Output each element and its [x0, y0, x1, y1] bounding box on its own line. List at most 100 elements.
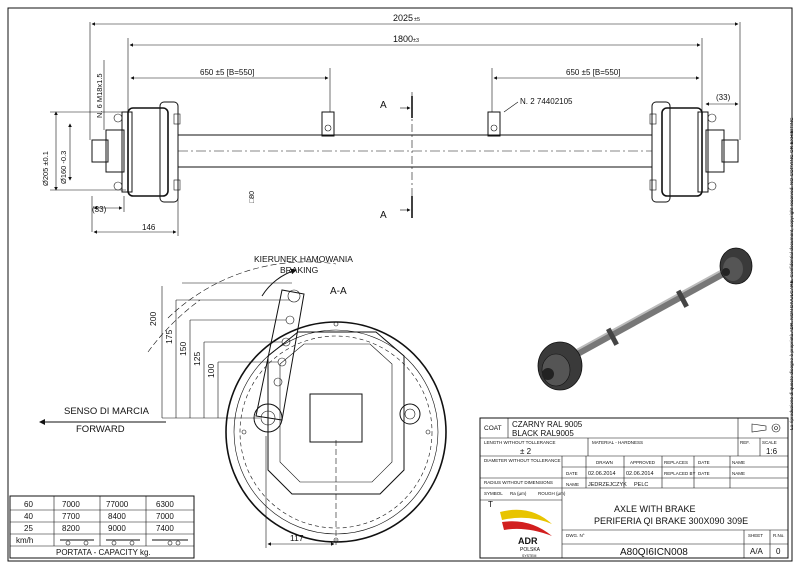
section-marker-top: A	[380, 100, 387, 111]
cap-unit-label: km/h	[16, 536, 33, 545]
direction-it: SENSO DI MARCIA	[64, 406, 150, 417]
coat-label: COAT	[484, 425, 502, 432]
axle-front-view: 2025 ±5 1800 ±3 650 ±5 [B=550] 650 ±5 [B…	[41, 13, 741, 236]
rev-value: 0	[776, 547, 781, 556]
section-marker-bottom: A	[380, 210, 387, 221]
dim-track: 1800	[393, 34, 413, 44]
cap-row1-c2: 77000	[106, 500, 129, 509]
bracket-note: N. 2 74402105	[520, 97, 573, 106]
travel-direction: SENSO DI MARCIA FORWARD	[39, 406, 166, 435]
left-hub	[91, 101, 181, 203]
cap-row3-c3: 7400	[156, 524, 174, 533]
scale-label: SCALE	[762, 440, 777, 445]
cam-pin	[399, 403, 421, 425]
studs-note: N. 6 M18x1.5	[95, 73, 104, 118]
dim-overall: 2025	[393, 13, 413, 23]
logo-brand: ADR	[518, 536, 538, 546]
date-label: DATE	[566, 471, 578, 476]
length-tol-value: ± 2	[520, 447, 532, 456]
hole-dim-100: 100	[206, 364, 216, 378]
section-label: A-A	[330, 286, 347, 297]
braking-direction-pl: KIERUNEK HAMOWANIA	[254, 254, 353, 264]
hole-dim-175: 175	[164, 330, 174, 344]
dim-left-half: 650 ±5 [B=550]	[200, 68, 254, 77]
right-hub	[649, 101, 739, 203]
radius-tol-label: RADIUS WITHOUT DIMENSIONS	[484, 480, 553, 485]
brake-lever-brackets	[321, 111, 501, 137]
replaced-date-label: DATE	[698, 471, 710, 476]
ref-label: REF.	[740, 440, 750, 445]
dim-hub-width: 146	[142, 223, 156, 232]
lever-hole-dims: 200 175 150 125 100	[148, 282, 292, 419]
cap-row1-c1: 7000	[62, 500, 80, 509]
drawn-label: DRAWN	[596, 460, 613, 465]
replaces-name-label: NAME	[732, 460, 745, 465]
hole-dim-125: 125	[192, 352, 202, 366]
coat-value-2: BLACK RAL9005	[512, 429, 574, 438]
square-shaft-section	[309, 393, 363, 443]
logo-tag: SYSTEM	[522, 554, 536, 558]
length-tol-label: LENGTH WITHOUT TOLLERANCE	[484, 440, 556, 445]
trailer-icon	[60, 539, 188, 546]
axle-3d-view	[537, 247, 753, 391]
desc-line-1: AXLE WITH BRAKE	[614, 504, 696, 514]
scale-value: 1:6	[766, 447, 778, 456]
brake-lever	[253, 289, 305, 433]
coat-value-1: CZARNY RAL 9005	[512, 420, 583, 429]
cap-row3-c2: 9000	[108, 524, 126, 533]
dim-right-half: 650 ±5 [B=550]	[566, 68, 620, 77]
date-drawn: 02.06.2014	[588, 471, 616, 477]
desc-line-2: PERIFERIA QI BRAKE 300X090 309E	[594, 516, 748, 526]
dim-pcd-outer: Ø205 ±0.1	[41, 151, 50, 186]
diameter-tol-label: DIAMETER WITHOUT TOLLERANCE	[484, 458, 561, 463]
dim-right-offset: (33)	[716, 93, 731, 102]
brake-shoe-plate	[267, 331, 405, 495]
ra-label: Ra (µm)	[510, 491, 527, 496]
approved-label: APPROVED	[630, 460, 656, 465]
rev-label: R.No.	[773, 533, 785, 538]
dwg-value: A80QI6ICN008	[620, 547, 688, 558]
replaces-date-label: DATE	[698, 460, 710, 465]
title-block: COAT CZARNY RAL 9005 BLACK RAL9005 LENGT…	[479, 417, 789, 559]
cap-row1-c3: 6300	[156, 500, 174, 509]
cap-row2-speed: 40	[24, 512, 33, 521]
name-label: NAME	[566, 482, 579, 487]
logo-sub: POLSKA	[520, 547, 541, 553]
sheet-value: A/A	[750, 547, 764, 556]
dim-bottom: 117	[290, 533, 304, 543]
brake-section-view: A-A KIERUNE	[147, 254, 447, 548]
dwg-label: DWG. N°	[566, 533, 585, 538]
dim-left-offset: (33)	[92, 205, 107, 214]
direction-en: FORWARD	[76, 424, 125, 435]
roughness-label: ROUGH (µm)	[538, 491, 566, 496]
material-label: MATERIAL - HARDNESS	[592, 440, 643, 445]
cap-row1-speed: 60	[24, 500, 33, 509]
symbol-label: SYMBOL	[484, 491, 503, 496]
dim-track-tol: ±3	[413, 38, 419, 44]
replaced-by-label: REPLACED BY	[664, 471, 696, 476]
copyright-note: La riproduzione di questo disegno è prop…	[789, 117, 795, 430]
adr-logo: ADR POLSKA SYSTEM	[500, 509, 552, 558]
hole-dim-200: 200	[148, 312, 158, 326]
cap-row2-c3: 7000	[156, 512, 174, 521]
cap-row3-c1: 8200	[62, 524, 80, 533]
replaces-label: REPLACES	[664, 460, 688, 465]
name-drawn: JEDRZEJCZYK	[588, 482, 627, 488]
date-approved: 02.06.2014	[626, 471, 654, 477]
name-approved: PELC	[634, 482, 648, 488]
replaced-name-label: NAME	[732, 471, 745, 476]
sheet-border	[7, 7, 793, 562]
braking-direction-en: BRAKING	[280, 265, 318, 275]
capacity-table: 60 7000 77000 6300 40 7700 8400 7000 25 …	[9, 495, 195, 559]
sheet-label: SHEET	[748, 533, 763, 538]
dim-pcd-inner: Ø160 -0.3	[59, 151, 68, 184]
cap-row3-speed: 25	[24, 524, 33, 533]
hole-dim-150: 150	[178, 342, 188, 356]
dim-square-beam: □80	[249, 191, 256, 203]
cap-row2-c2: 8400	[108, 512, 126, 521]
dim-overall-tol: ±5	[414, 17, 420, 23]
cap-row2-c1: 7700	[62, 512, 80, 521]
symbol-value: T	[488, 500, 493, 509]
